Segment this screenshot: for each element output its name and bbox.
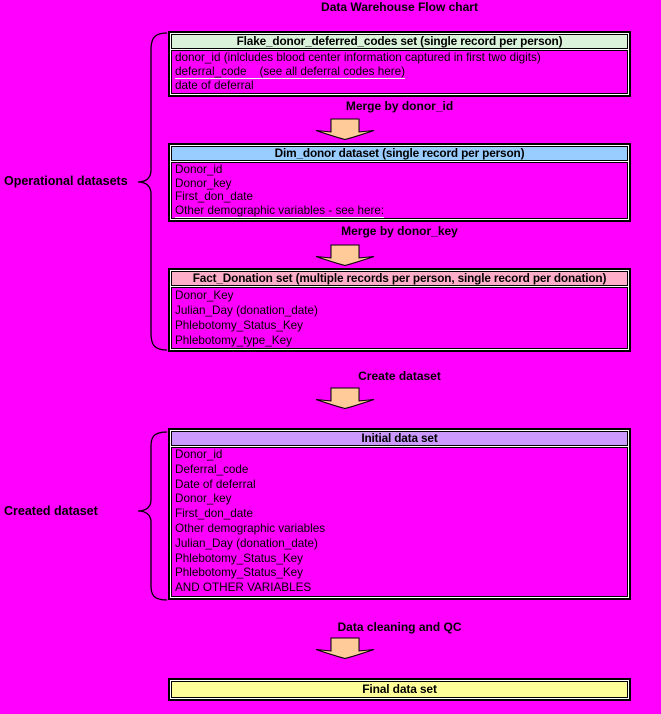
box-fact-donation-header: Fact_Donation set (multiple records per … <box>171 271 628 286</box>
field-date-of-deferral: Date of deferral <box>175 477 256 491</box>
box-flake-header: Flake_donor_deferred_codes set (single r… <box>171 34 628 49</box>
field-other-demographic-link[interactable]: Other demographic variables - see here: <box>175 204 385 218</box>
field-julian-day: Julian_Day (donation_date) <box>175 304 318 317</box>
field-other-demographic-variables: Other demographic variables <box>175 521 326 535</box>
box-fact-donation-body: Donor_Key Julian_Day (donation_date) Phl… <box>171 287 628 349</box>
box-initial-header: Initial data set <box>171 431 628 446</box>
diagram-title: Data Warehouse Flow chart <box>321 0 478 14</box>
field-phlebotomy-status-key: Phlebotomy_Status_Key <box>175 319 303 332</box>
field-first-don-date: First_don_date <box>175 507 253 521</box>
field-julian-day: Julian_Day (donation_date) <box>175 536 318 550</box>
box-flake-donor-deferred-codes: Flake_donor_deferred_codes set (single r… <box>168 31 631 97</box>
box-initial-data-set: Initial data set Donor_id Deferral_code … <box>168 428 631 600</box>
box-dim-donor-header: Dim_donor dataset (single record per per… <box>171 146 628 161</box>
connector-label-data-cleaning: Data cleaning and QC <box>337 620 462 634</box>
field-date-of-deferral: date of deferral <box>175 79 254 92</box>
box-dim-donor-body: Donor_id Donor_key First_don_date Other … <box>171 162 628 219</box>
field-donor-key: Donor_key <box>175 492 232 506</box>
field-phlebotomy-type-key: Phlebotomy_type_Key <box>175 334 292 347</box>
box-final-data-set: Final data set <box>168 678 631 701</box>
box-flake-body: donor_id (inlcludes blood center informa… <box>171 50 628 94</box>
field-first-don-date: First_don_date <box>175 190 253 204</box>
field-phlebotomy-status-key: Phlebotomy_Status_Key <box>175 551 303 565</box>
down-arrow-icon <box>315 637 375 660</box>
box-dim-donor: Dim_donor dataset (single record per per… <box>168 143 631 222</box>
box-initial-body: Donor_id Deferral_code Date of deferral … <box>171 447 628 597</box>
curly-brace-created <box>135 428 169 605</box>
curly-brace-operational <box>135 28 169 358</box>
field-deferral-code-link[interactable]: deferral_code (see all deferral codes he… <box>175 65 405 79</box>
down-arrow-icon <box>315 387 375 410</box>
field-donor-id: Donor_id <box>175 163 223 176</box>
down-arrow-icon <box>315 118 375 141</box>
connector-label-merge-donor-id: Merge by donor_id <box>345 99 454 113</box>
group-label-operational-datasets: Operational datasets <box>4 174 128 188</box>
field-deferral-code: Deferral_code <box>175 462 249 476</box>
field-and-other-variables: AND OTHER VARIABLES <box>175 581 312 595</box>
connector-label-merge-donor-key: Merge by donor_key <box>341 224 458 238</box>
group-label-created-dataset: Created dataset <box>4 504 98 518</box>
field-donor-id: Donor_id <box>175 448 223 461</box>
box-fact-donation: Fact_Donation set (multiple records per … <box>168 268 631 352</box>
field-donor-key: Donor_Key <box>175 289 234 302</box>
field-donor-key: Donor_key <box>175 176 232 190</box>
box-final-header: Final data set <box>171 681 628 698</box>
connector-label-create-dataset: Create dataset <box>358 369 441 383</box>
field-phlebotomy-status-key: Phlebotomy_Status_Key <box>175 566 303 580</box>
down-arrow-icon <box>315 244 375 267</box>
field-donor-id: donor_id (inlcludes blood center informa… <box>175 51 541 64</box>
